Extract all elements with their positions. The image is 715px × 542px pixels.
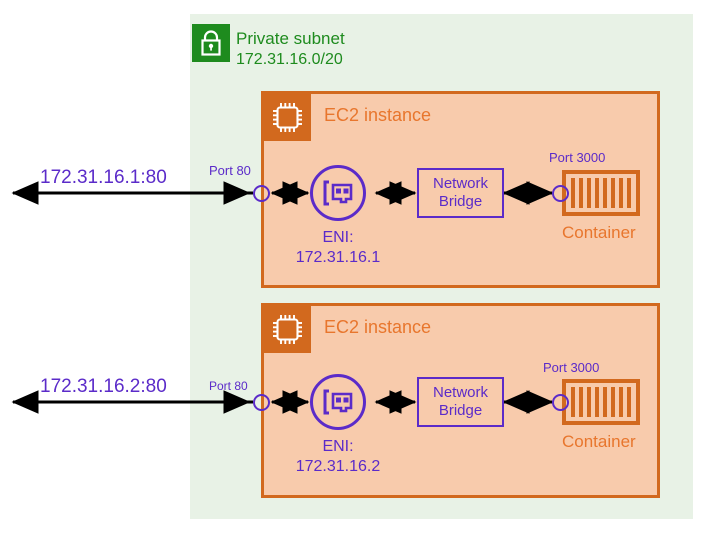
private-subnet-cidr: 172.31.16.0/20: [236, 51, 343, 68]
container-bar: [579, 387, 583, 417]
eni-label-line2-1: 172.31.16.1: [295, 249, 381, 266]
container-icon-2[interactable]: [562, 379, 640, 425]
external-ip-label-2: 172.31.16.2:80: [40, 376, 167, 397]
ec2-instance-title-1: EC2 instance: [324, 105, 432, 125]
container-icon-1[interactable]: [562, 170, 640, 216]
cpu-chip-icon: [264, 306, 311, 353]
network-bridge-box-1[interactable]: Network Bridge: [417, 168, 504, 218]
port-80-node-1[interactable]: [253, 185, 270, 202]
ec2-instance-title-2: EC2 instance: [324, 317, 432, 337]
container-bar: [571, 387, 575, 417]
port-80-label-1: Port 80: [209, 163, 251, 178]
lock-icon: [192, 24, 230, 62]
network-bridge-line1-1: Network: [432, 175, 488, 192]
container-bar: [571, 178, 575, 208]
container-bar: [611, 178, 615, 208]
cpu-chip-icon: [264, 94, 311, 141]
container-bar: [579, 178, 583, 208]
port-3000-label-1: Port 3000: [549, 150, 606, 165]
port-80-node-2[interactable]: [253, 394, 270, 411]
container-bar: [619, 387, 623, 417]
port-80-label-2: Port 80: [209, 379, 248, 393]
eni-label-line1-1: ENI:: [322, 229, 354, 246]
eni-node-2[interactable]: [310, 374, 366, 430]
external-ip-label-1: 172.31.16.1:80: [40, 167, 167, 188]
container-label-1: Container: [562, 223, 636, 242]
container-bar: [611, 387, 615, 417]
private-subnet-title: Private subnet: [236, 29, 345, 48]
eni-node-1[interactable]: [310, 165, 366, 221]
container-bar: [619, 178, 623, 208]
network-bridge-line2-1: Bridge: [438, 193, 483, 210]
container-bar: [603, 178, 607, 208]
eni-label-line1-2: ENI:: [322, 438, 354, 455]
container-bar: [627, 387, 631, 417]
container-bar: [595, 387, 599, 417]
port-3000-node-1[interactable]: [552, 185, 569, 202]
container-bar: [627, 178, 631, 208]
network-bridge-line1-2: Network: [432, 384, 488, 401]
container-bar: [587, 178, 591, 208]
container-label-2: Container: [562, 432, 636, 451]
network-bridge-line2-2: Bridge: [438, 402, 483, 419]
container-bar: [587, 387, 591, 417]
network-bridge-box-2[interactable]: Network Bridge: [417, 377, 504, 427]
eni-label-line2-2: 172.31.16.2: [295, 458, 381, 475]
container-bar: [603, 387, 607, 417]
port-3000-node-2[interactable]: [552, 394, 569, 411]
port-3000-label-2: Port 3000: [543, 360, 600, 375]
ec2-instance-box-1[interactable]: EC2 instance: [261, 91, 660, 288]
container-bar: [595, 178, 599, 208]
